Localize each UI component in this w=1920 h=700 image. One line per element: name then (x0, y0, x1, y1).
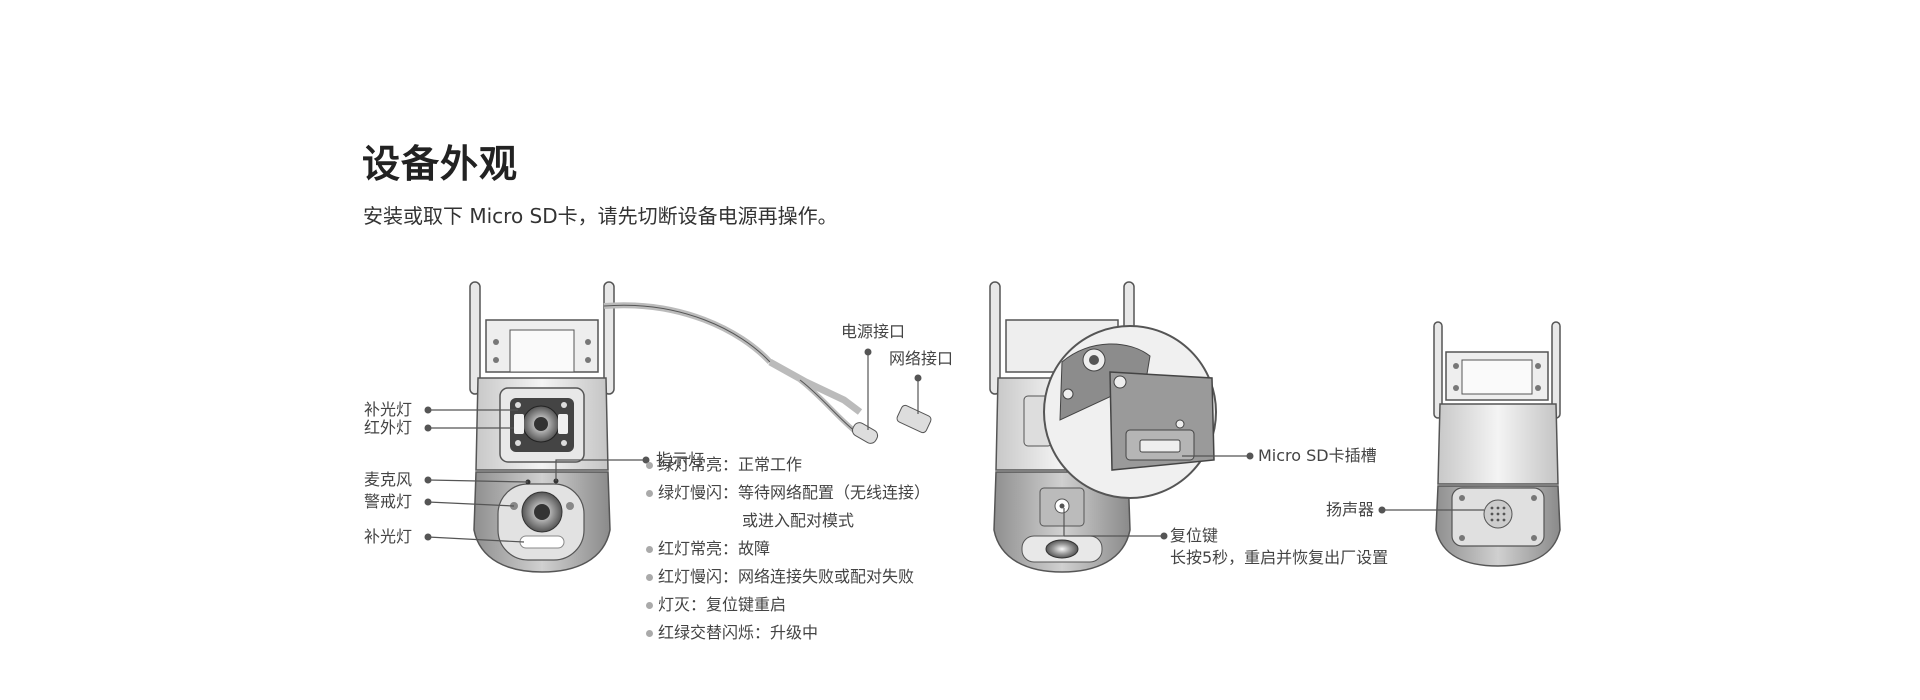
label-fill-light-top: 补光灯 (364, 400, 413, 419)
front-camera (469, 281, 932, 573)
side-leader-lines (1063, 452, 1254, 540)
network-plug (896, 404, 932, 434)
antenna-right (603, 281, 615, 395)
label-network-port: 网络接口 (889, 349, 954, 368)
indicator-states-list: 绿灯常亮：正常工作 绿灯慢闪：等待网络配置（无线连接） 或进入配对模式 红灯常亮… (646, 451, 930, 647)
antenna-left (469, 281, 481, 395)
indicator-state-item: 绿灯常亮：正常工作 (646, 451, 930, 479)
label-speaker: 扬声器 (1326, 500, 1375, 519)
label-warning-light: 警戒灯 (364, 492, 413, 511)
page-subtitle: 安装或取下 Micro SD卡，请先切断设备电源再操作。 (363, 204, 838, 228)
back-camera (1433, 321, 1561, 567)
label-reset-key: 复位键 (1170, 526, 1219, 545)
side-camera (989, 281, 1217, 573)
indicator-state-item: 灯灭：复位键重启 (646, 591, 930, 619)
label-power-port: 电源接口 (841, 322, 906, 341)
indicator-state-item: 红灯常亮：故障 (646, 535, 930, 563)
label-sd-slot: Micro SD卡插槽 (1258, 446, 1377, 465)
label-fill-light-bottom: 补光灯 (364, 527, 413, 546)
label-indicator: 指示灯 (656, 450, 705, 469)
power-plug (851, 422, 879, 444)
indicator-state-item: 绿灯慢闪：等待网络配置（无线连接） (646, 479, 930, 507)
back-leader-lines (1378, 506, 1484, 514)
label-microphone: 麦克风 (364, 470, 413, 489)
label-infrared-light: 红外灯 (364, 418, 413, 437)
page-title: 设备外观 (362, 142, 519, 186)
indicator-state-item: 或进入配对模式 (742, 511, 855, 530)
indicator-state-item: 红灯慢闪：网络连接失败或配对失败 (646, 563, 930, 591)
indicator-state-item: 红绿交替闪烁：升级中 (646, 619, 930, 647)
label-reset-note: 长按5秒，重启并恢复出厂设置 (1170, 548, 1389, 567)
front-leader-lines (424, 348, 922, 543)
